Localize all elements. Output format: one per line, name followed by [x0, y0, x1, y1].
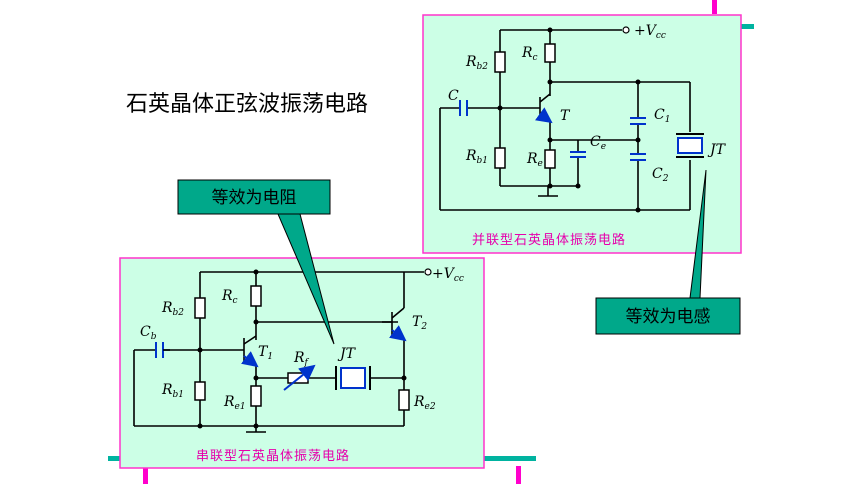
c-label: C [448, 88, 459, 104]
parallel-oscillator-panel: +Vcc Rb2 Rc C Rb1 Re Ce T C1 C2 JT 并联型石英… [422, 14, 742, 254]
c2-subscript: 2 [662, 174, 669, 184]
rf-subscript: f [304, 358, 310, 368]
rc-subscript: c [233, 296, 238, 306]
vcc-label: +V [634, 23, 658, 39]
svg-text:Re2: Re2 [413, 394, 436, 412]
svg-text:T2: T2 [412, 314, 427, 332]
svg-text:Rb2: Rb2 [465, 54, 488, 72]
t1-subscript: 1 [267, 352, 273, 362]
t2-subscript: 2 [420, 322, 427, 332]
rc-label: R [521, 45, 533, 61]
re1-label: R [223, 394, 235, 410]
c1-label: C [654, 107, 665, 123]
crystal-icon [335, 366, 371, 390]
re-label: R [526, 151, 538, 167]
rb2-label: R [161, 300, 173, 316]
jt-label: JT [707, 142, 727, 158]
re2-subscript: e2 [425, 402, 436, 412]
re1-subscript: e1 [235, 402, 246, 412]
svg-text:T1: T1 [258, 344, 273, 362]
svg-text:Rc: Rc [221, 288, 238, 306]
svg-text:Cb: Cb [140, 324, 157, 342]
callout-resistor: 等效为电阻 [177, 179, 335, 345]
callout-inductor-label: 等效为电感 [626, 307, 711, 327]
rb1-subscript: b1 [173, 390, 185, 400]
callout-inductor: 等效为电感 [595, 169, 741, 335]
t1-label: T [258, 344, 269, 360]
svg-text:Re1: Re1 [223, 394, 246, 412]
rf-label: R [293, 350, 305, 366]
rb2-subscript: b2 [477, 62, 489, 72]
svg-text:Re: Re [526, 151, 543, 169]
cb-subscript: b [151, 332, 157, 342]
re2-label: R [413, 394, 425, 410]
c2-label: C [652, 166, 663, 182]
transistor-t-label: T [560, 108, 571, 124]
svg-text:Rb1: Rb1 [465, 148, 488, 166]
crystal-icon [676, 133, 704, 158]
ce-subscript: e [601, 142, 606, 152]
re-subscript: e [538, 159, 543, 169]
cb-label: C [140, 324, 151, 340]
svg-text:Rb1: Rb1 [161, 382, 184, 400]
c1-subscript: 1 [665, 115, 671, 125]
series-caption: 串联型石英晶体振荡电路 [196, 448, 350, 464]
rb1-label: R [161, 382, 173, 398]
svg-text:Rc: Rc [521, 45, 538, 63]
svg-text:+Vcc: +Vcc [634, 23, 666, 41]
rb1-subscript: b1 [477, 156, 489, 166]
svg-text:Rf: Rf [293, 350, 310, 368]
vcc-subscript: cc [656, 31, 666, 41]
svg-text:Ce: Ce [590, 134, 606, 152]
vcc-label: +V [432, 266, 456, 282]
callout-resistor-label: 等效为电阻 [212, 188, 297, 208]
t2-label: T [412, 314, 423, 330]
jt-label: JT [337, 346, 357, 362]
parallel-caption: 并联型石英晶体振荡电路 [472, 232, 626, 248]
rb2-label: R [465, 54, 477, 70]
svg-text:Rb2: Rb2 [161, 300, 184, 318]
svg-text:C1: C1 [654, 107, 670, 125]
rc-label: R [221, 288, 233, 304]
rb2-subscript: b2 [173, 308, 185, 318]
svg-text:+Vcc: +Vcc [432, 266, 464, 284]
vcc-subscript: cc [454, 274, 464, 284]
rb1-label: R [465, 148, 477, 164]
page-title: 石英晶体正弦波振荡电路 [126, 92, 369, 117]
rc-subscript: c [533, 53, 538, 63]
svg-text:C2: C2 [652, 166, 669, 184]
ce-label: C [590, 134, 601, 150]
series-oscillator-panel: +Vcc Rb2 Rc Cb Rb1 Re1 T1 T2 Rf JT Re2 串… [119, 257, 485, 469]
